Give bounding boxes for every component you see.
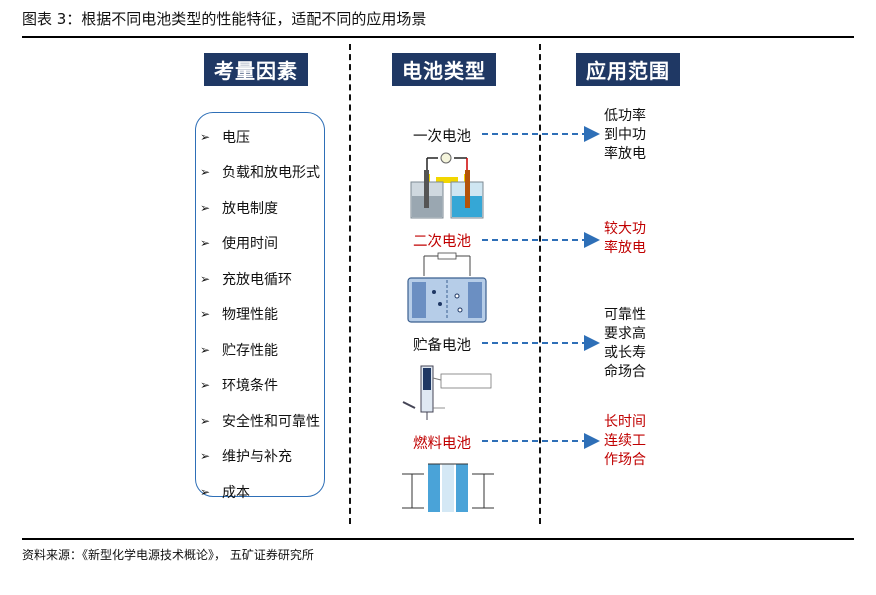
factor-item: ➢放电制度: [200, 200, 278, 217]
divider-left: [349, 44, 351, 524]
factor-item: ➢使用时间: [200, 236, 278, 253]
factor-item: ➢负载和放电形式: [200, 165, 320, 182]
bullet-arrow-icon: ➢: [200, 129, 211, 144]
bullet-arrow-icon: ➢: [200, 342, 211, 357]
secondary-cell-illustration: [407, 252, 487, 323]
bullet-arrow-icon: ➢: [200, 165, 211, 180]
factor-item: ➢电压: [200, 129, 250, 146]
factor-item: ➢贮存性能: [200, 342, 278, 359]
fuel-cell-illustration: [402, 463, 494, 512]
battery-label-fuel: 燃料电池: [413, 436, 471, 452]
bullet-arrow-icon: ➢: [200, 307, 211, 322]
bullet-arrow-icon: ➢: [200, 449, 211, 464]
battery-label-primary: 一次电池: [413, 129, 471, 145]
scope-reserve: 可靠性 要求高 或长寿 命场合: [604, 307, 646, 380]
divider-right: [539, 44, 541, 524]
bullet-arrow-icon: ➢: [200, 484, 211, 499]
reserve-cell-illustration: [402, 365, 492, 420]
header-battery-types: 电池类型: [392, 53, 496, 86]
scope-primary: 低功率 到中功 率放电: [604, 108, 646, 162]
factor-list: ➢电压 ➢负载和放电形式 ➢放电制度 ➢使用时间 ➢充放电循环 ➢物理性能 ➢贮…: [200, 119, 320, 510]
factor-box: [195, 112, 325, 497]
bullet-arrow-icon: ➢: [200, 236, 211, 251]
bullet-arrow-icon: ➢: [200, 378, 211, 393]
header-applications: 应用范围: [576, 53, 680, 86]
factor-item: ➢成本: [200, 484, 250, 501]
bullet-arrow-icon: ➢: [200, 271, 211, 286]
header-factors: 考量因素: [204, 53, 308, 86]
top-rule: [22, 36, 854, 38]
battery-label-reserve: 贮备电池: [413, 338, 471, 354]
factor-item: ➢维护与补充: [200, 449, 292, 466]
factor-item: ➢安全性和可靠性: [200, 413, 320, 430]
source-note: 资料来源：《新型化学电源技术概论》， 五矿证券研究所: [22, 548, 314, 562]
bullet-arrow-icon: ➢: [200, 413, 211, 428]
scope-secondary: 较大功 率放电: [604, 221, 646, 256]
bottom-rule: [22, 538, 854, 540]
factor-item: ➢环境条件: [200, 378, 278, 395]
bullet-arrow-icon: ➢: [200, 200, 211, 215]
factor-item: ➢物理性能: [200, 307, 278, 324]
primary-cell-illustration: [410, 152, 484, 219]
factor-item: ➢充放电循环: [200, 271, 292, 288]
scope-fuel: 长时间 连续工 作场合: [604, 414, 646, 468]
battery-label-secondary: 二次电池: [413, 234, 471, 250]
figure-title: 图表 3：根据不同电池类型的性能特征，适配不同的应用场景: [22, 10, 427, 28]
